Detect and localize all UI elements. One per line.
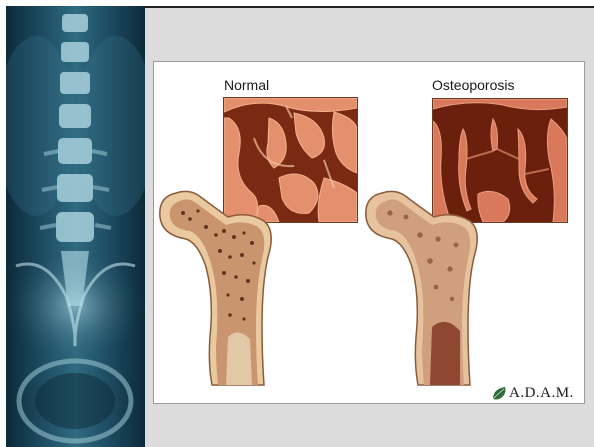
spine-xray-image xyxy=(6,6,147,447)
normal-femur-graphic xyxy=(158,187,298,387)
logo-text: A.D.A.M. xyxy=(509,385,574,402)
leaf-icon xyxy=(491,385,509,401)
normal-femur-cross-section-image xyxy=(158,187,298,387)
label-osteoporosis: Osteoporosis xyxy=(432,77,514,93)
label-normal: Normal xyxy=(224,77,269,93)
osteo-femur-graphic xyxy=(364,187,504,387)
spine-xray-graphic xyxy=(6,6,145,447)
adam-logo: A.D.A.M. xyxy=(491,384,574,402)
osteoporotic-femur-cross-section-image xyxy=(364,187,504,387)
